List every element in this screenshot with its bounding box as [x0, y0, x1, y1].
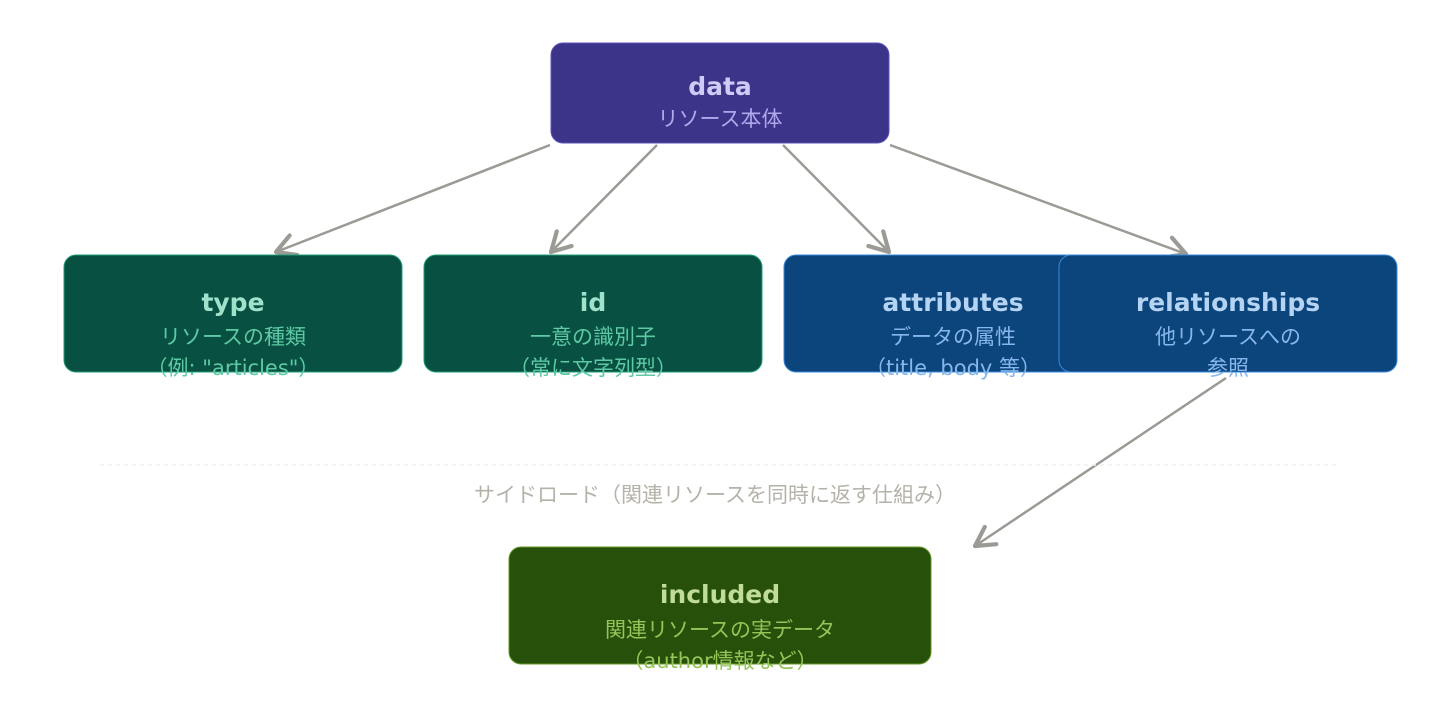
edge-data-to-attributes [782, 144, 892, 255]
node-attributes-example: （title, body 等） [865, 356, 1041, 380]
node-id-note: （常に文字列型） [509, 356, 677, 380]
node-type: type リソースの種類 （例: "articles"） [63, 254, 403, 380]
node-id-subtitle: 一意の識別子 [530, 325, 656, 349]
node-data-title: data [688, 72, 752, 101]
node-included-example: （author情報など） [622, 649, 817, 673]
edge-relationships-to-included [972, 376, 1227, 549]
node-type-example: （例: "articles"） [147, 356, 320, 380]
node-relationships-subtitle-2: 参照 [1207, 356, 1249, 380]
node-relationships: relationships 他リソースへの 参照 [1058, 254, 1398, 380]
node-included: included 関連リソースの実データ （author情報など） [508, 546, 932, 673]
node-included-title: included [660, 580, 780, 609]
node-type-subtitle: リソースの種類 [160, 325, 306, 349]
sideload-caption: サイドロード（関連リソースを同時に返す仕組み） [474, 483, 956, 507]
node-attributes: attributes データの属性 （title, body 等） [783, 254, 1123, 380]
node-relationships-title: relationships [1136, 288, 1320, 317]
node-data: data リソース本体 [550, 42, 890, 144]
node-data-subtitle: リソース本体 [658, 107, 783, 131]
edge-data-to-type [273, 143, 551, 257]
node-type-title: type [201, 288, 264, 317]
node-relationships-subtitle: 他リソースへの [1155, 325, 1301, 349]
node-attributes-subtitle: データの属性 [890, 325, 1016, 349]
node-included-subtitle: 関連リソースの実データ [605, 618, 835, 642]
edge-data-to-id [548, 144, 658, 255]
node-id-title: id [580, 288, 606, 317]
node-id: id 一意の識別子 （常に文字列型） [423, 254, 763, 380]
edge-data-to-relationships [889, 143, 1189, 260]
node-attributes-title: attributes [882, 288, 1023, 317]
